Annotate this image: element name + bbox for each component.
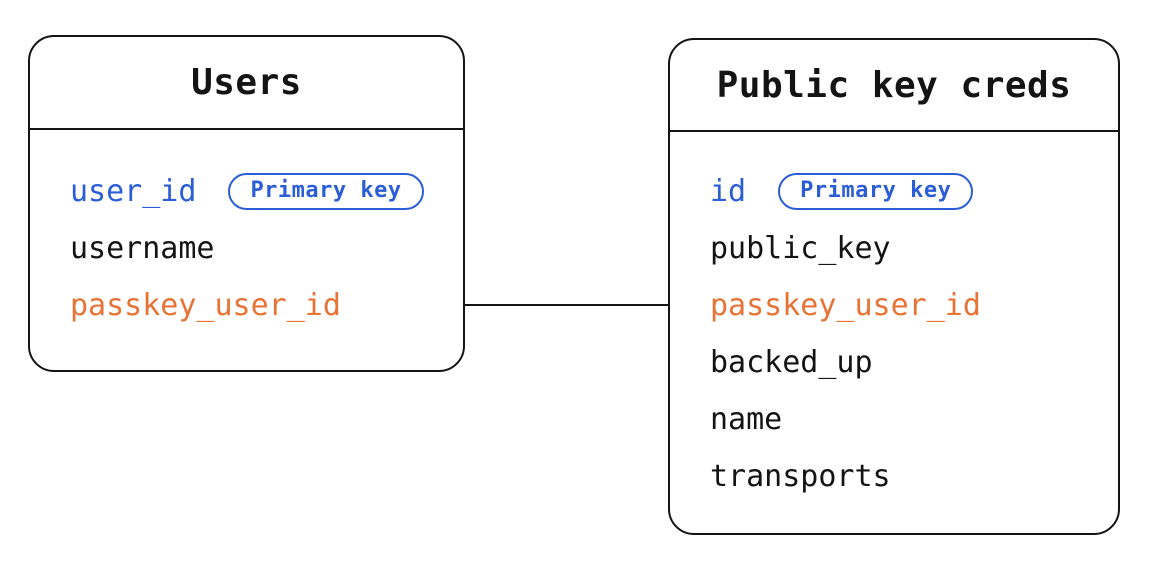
field-row: passkey_user_id bbox=[710, 277, 1118, 334]
field-name-backed-up: backed_up bbox=[710, 345, 873, 380]
field-row: username bbox=[70, 220, 463, 277]
table-users: Users user_id Primary key username passk… bbox=[28, 35, 465, 372]
field-row: transports bbox=[710, 448, 1118, 505]
table-users-title: Users bbox=[30, 37, 463, 130]
table-public-key-creds-title: Public key creds bbox=[670, 40, 1118, 132]
table-public-key-creds-fields: id Primary key public_key passkey_user_i… bbox=[670, 132, 1118, 505]
field-row: name bbox=[710, 391, 1118, 448]
field-name-name: name bbox=[710, 402, 783, 437]
relationship-line bbox=[463, 304, 670, 306]
field-name-transports: transports bbox=[710, 459, 891, 494]
primary-key-badge: Primary key bbox=[228, 173, 424, 210]
field-row: passkey_user_id bbox=[70, 277, 463, 334]
field-row: public_key bbox=[710, 220, 1118, 277]
table-users-fields: user_id Primary key username passkey_use… bbox=[30, 130, 463, 334]
field-row: user_id Primary key bbox=[70, 163, 463, 220]
field-row: id Primary key bbox=[710, 163, 1118, 220]
table-public-key-creds: Public key creds id Primary key public_k… bbox=[668, 38, 1120, 535]
field-name-id: id bbox=[710, 174, 747, 209]
field-name-passkey-user-id: passkey_user_id bbox=[70, 288, 341, 323]
field-name-passkey-user-id: passkey_user_id bbox=[710, 288, 981, 323]
field-name-public-key: public_key bbox=[710, 231, 891, 266]
field-name-username: username bbox=[70, 231, 215, 266]
primary-key-badge: Primary key bbox=[778, 173, 974, 210]
field-name-user-id: user_id bbox=[70, 174, 197, 209]
field-row: backed_up bbox=[710, 334, 1118, 391]
